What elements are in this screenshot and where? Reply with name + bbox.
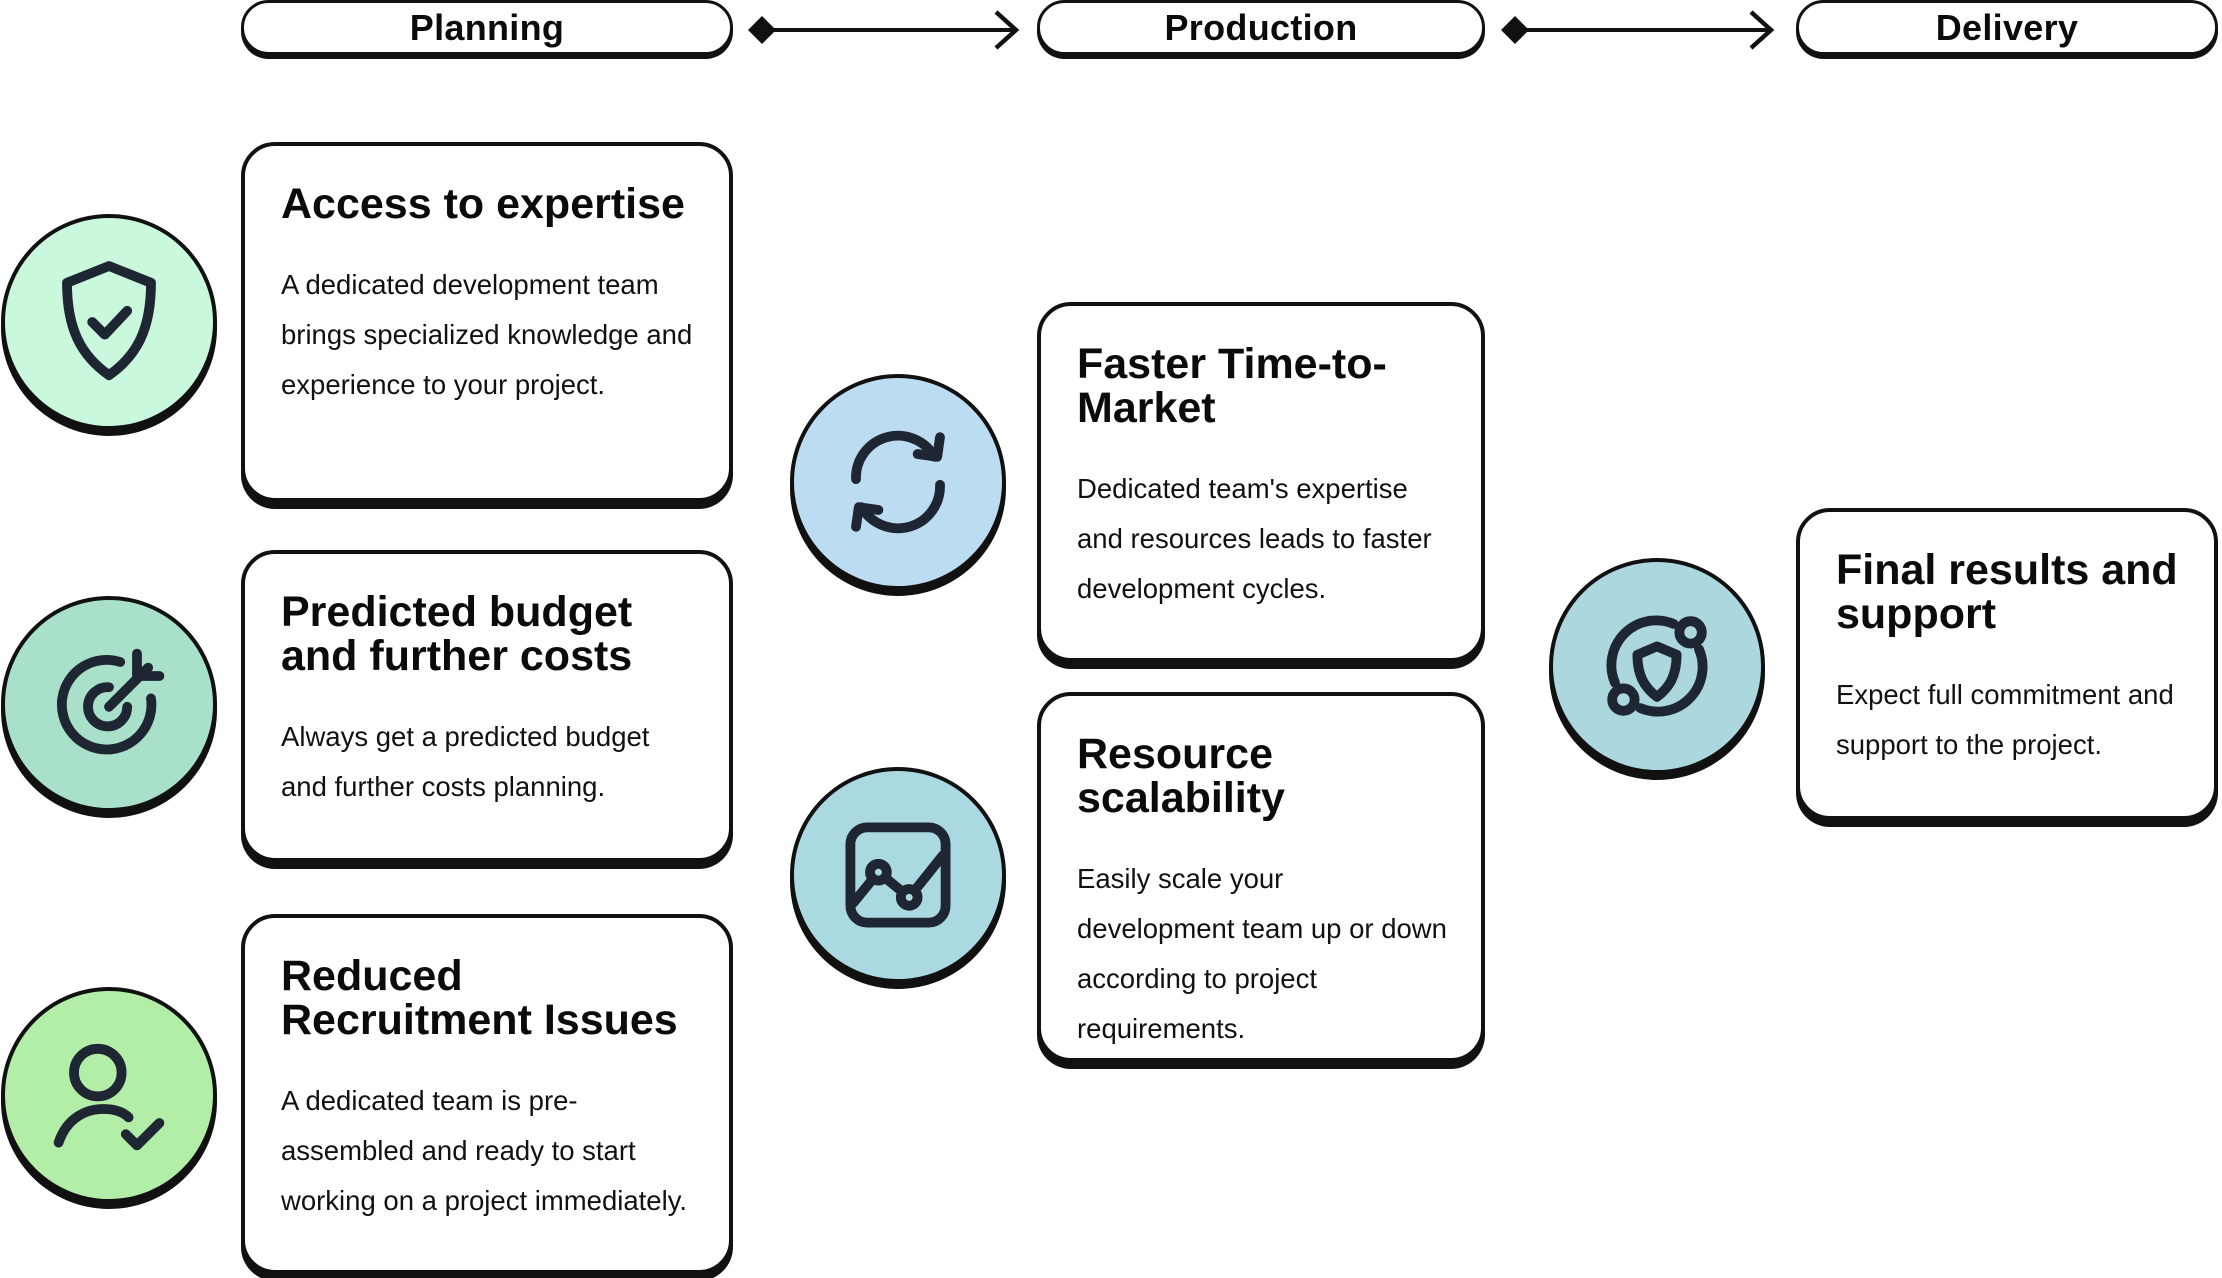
card-faster-time: Faster Time-to-Market Dedicated team's e… [1037,302,1485,662]
card-body: Easily scale your development team up or… [1077,863,1447,1044]
card-title: Reduced Recruitment Issues [281,952,678,1044]
card-final-results: Final results and support Expect full co… [1796,508,2218,820]
access-expertise-icon-circle [1,214,217,430]
card-body: Always get a predicted budget and furthe… [281,721,650,802]
card-title: Resource scalability [1077,730,1285,822]
final-results-icon-circle [1549,558,1765,774]
predicted-budget-icon-circle [1,596,217,812]
card-reduced-recruitment: Reduced Recruitment Issues A dedicated t… [241,914,733,1274]
card-body: Dedicated team's expertise and resources… [1077,473,1432,604]
orbit-shield-icon [1606,615,1708,717]
card-title: Final results and support [1836,546,2178,638]
chart-line-icon [845,822,951,928]
faster-time-icon-circle [790,374,1006,590]
stage-planning: Planning [241,0,733,55]
user-check-icon [53,1043,165,1151]
stage-label: Planning [409,6,565,48]
refresh-icon [851,430,945,534]
target-icon [56,648,165,755]
shield-check-icon [62,261,156,381]
reduced-recruitment-icon-circle [1,987,217,1203]
stage-label: Production [1164,6,1358,48]
card-access-expertise: Access to expertise A dedicated developm… [241,142,733,502]
card-predicted-budget: Predicted budget and further costs Alway… [241,550,733,862]
card-body: A dedicated development team brings spec… [281,269,693,400]
stage-delivery: Delivery [1796,0,2218,55]
card-resource-scalability: Resource scalability Easily scale your d… [1037,692,1485,1062]
card-title: Access to expertise [281,180,685,228]
stage-arrow-1 [748,10,1020,50]
card-body: Expect full commitment and support to th… [1836,679,2174,760]
stage-label: Delivery [1935,6,2079,48]
card-body: A dedicated team is pre-assembled and re… [281,1085,688,1216]
stage-arrow-2 [1501,10,1775,50]
stage-production: Production [1037,0,1485,55]
resource-scalability-icon-circle [790,767,1006,983]
card-title: Predicted budget and further costs [281,588,633,680]
card-title: Faster Time-to-Market [1077,340,1387,432]
